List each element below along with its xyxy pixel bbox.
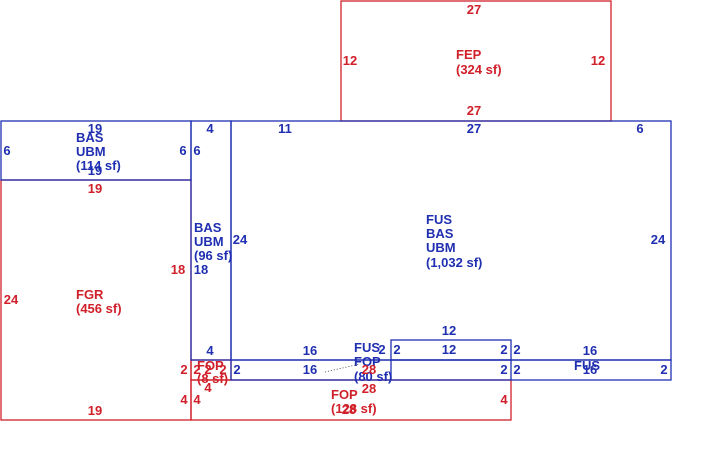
dim-row-2-g: 2 [513,362,520,377]
dim-main-top-left: 11 [278,121,292,136]
dim-fep-bottom: 27 [467,103,481,118]
dim-fop-small-b: 2 [219,362,226,377]
dim-right-2: 2 [660,362,667,377]
dim-bas-mid-top: 4 [206,121,214,136]
dim-row-2-a: 2 [233,362,240,377]
label-fus-right: FUS [574,358,600,373]
label-fop-bottom: FOP(128 sf) [331,387,377,416]
dim-fop-bottom-28: 28 [342,402,356,417]
dim-main-top: 27 [467,121,481,136]
label-fgr: FGR(456 sf) [76,287,122,316]
dim-row-16-a: 16 [303,343,317,358]
dim-fop-small-c: 2 [204,362,211,377]
dim-bas-mid-right: 24 [233,232,248,247]
dim-row-2-d: 2 [500,342,507,357]
dim-fop-small-4: 4 [204,380,212,395]
dim-right-16-a: 16 [583,343,597,358]
dim-bas-left-right: 6 [179,143,186,158]
dim-fop-28-a: 28 [362,362,376,377]
dim-row-2-b: 2 [378,342,385,357]
dim-fep-right: 12 [591,53,605,68]
dim-fop-bottom-4-a: 4 [180,392,188,407]
fus-fop-row-outline [230,359,672,381]
dim-fop-small-a: 2 [193,362,200,377]
dim-fop-bottom-4-b: 4 [193,392,201,407]
dim-fop-small-left: 2 [180,362,187,377]
dim-row-16-b: 16 [303,362,317,377]
dim-step-top: 12 [442,323,456,338]
label-fep: FEP(324 sf) [456,47,502,77]
dim-row-2-e: 2 [513,342,520,357]
dim-fop-28-b: 28 [362,381,376,396]
dim-main-top-right: 6 [636,121,643,136]
dim-bas-left-left: 6 [3,143,10,158]
dim-fep-left: 12 [343,53,357,68]
dim-row-2-f: 2 [500,362,507,377]
dim-row-2-c: 2 [393,342,400,357]
dim-fep-top: 27 [467,2,481,17]
dim-fgr-left: 24 [4,292,19,307]
dim-step-inner: 12 [442,342,456,357]
dim-main-right: 24 [651,232,666,247]
label-fop-small: FOP(8 sf) [197,358,228,386]
dim-fgr-bottom: 19 [88,403,102,418]
step-outline [390,339,512,361]
dim-fgr-top: 19 [88,181,102,196]
dim-bas-mid-left: 6 [193,143,200,158]
dim-fgr-right: 18 [171,262,185,277]
dim-bas-left-top: 19 [88,121,102,136]
dim-bas-mid-18: 18 [194,262,208,277]
dim-right-16-b: 16 [583,362,597,377]
dim-bas-mid-bottom: 4 [206,343,214,358]
dim-bas-left-bottom: 19 [88,163,102,178]
dim-fop-bottom-4-c: 4 [500,392,508,407]
